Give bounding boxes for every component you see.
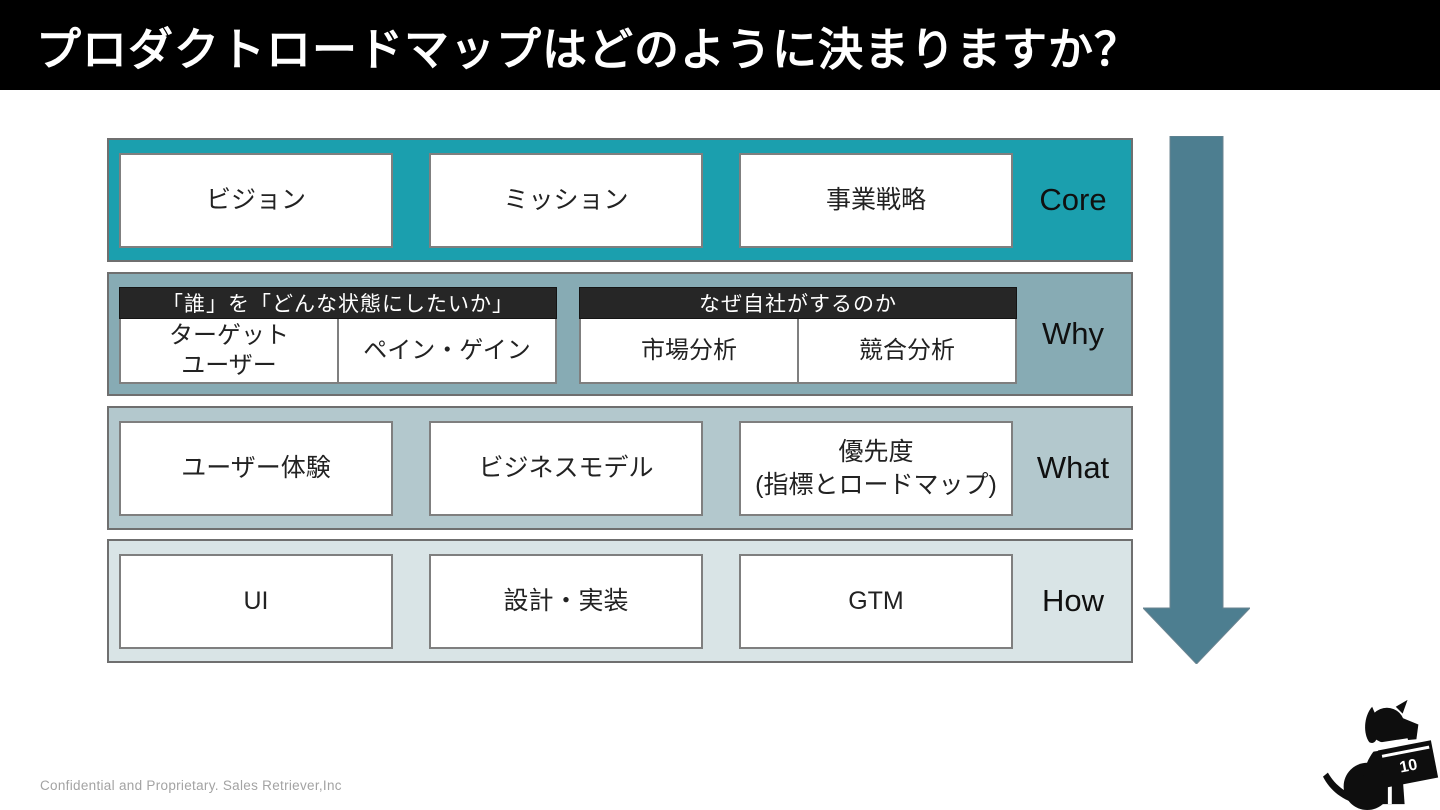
row-why: 「誰」を「どんな状態にしたいか」 ターゲット ユーザー ペイン・ゲイン なぜ自社… [107,272,1133,396]
cell-competitor-analysis: 競合分析 [797,319,1015,382]
box-ui: UI [119,554,393,649]
dog-logo: 10 [1322,692,1440,810]
row-label-what: What [1036,450,1110,485]
row-label-why: Why [1042,316,1104,351]
box-vision: ビジョン [119,153,393,248]
box-user-experience: ユーザー体験 [119,421,393,516]
group-who-state-header: 「誰」を「どんな状態にしたいか」 [119,287,557,319]
group-why-us: なぜ自社がするのか 市場分析 競合分析 [579,287,1017,384]
slide-title: プロダクトロードマップはどのように決まりますか？ [36,23,1141,75]
box-business-strategy: 事業戦略 [739,153,1013,248]
box-business-strategy-label: 事業戦略 [825,186,926,215]
row-label-core: Core [1039,182,1107,217]
box-design-implementation: 設計・実装 [429,554,703,649]
group-why-us-cells: 市場分析 競合分析 [579,319,1017,384]
row-core: ビジョン ミッション 事業戦略 Core [107,138,1133,262]
box-vision-label: ビジョン [205,186,306,215]
box-gtm-label: GTM [848,587,904,616]
box-business-model: ビジネスモデル [429,421,703,516]
title-banner: プロダクトロードマップはどのように決まりますか？ [0,0,1440,90]
box-priority-roadmap: 優先度 (指標とロードマップ) [739,421,1013,516]
box-mission-label: ミッション [503,186,629,215]
box-user-experience-label: ユーザー体験 [181,454,331,483]
confidential-note: Confidential and Proprietary. Sales Retr… [40,778,342,793]
cell-pain-gain: ペイン・ゲイン [337,319,555,382]
group-who-state-cells: ターゲット ユーザー ペイン・ゲイン [119,319,557,384]
box-design-implementation-label: 設計・実装 [503,587,629,616]
box-gtm: GTM [739,554,1013,649]
row-how: UI 設計・実装 GTM How [107,539,1133,663]
box-mission: ミッション [429,153,703,248]
group-why-us-header: なぜ自社がするのか [579,287,1017,319]
row-label-how: How [1041,583,1104,618]
group-who-state: 「誰」を「どんな状態にしたいか」 ターゲット ユーザー ペイン・ゲイン [119,287,557,384]
down-arrow-icon [1143,136,1250,664]
cell-target-user: ターゲット ユーザー [169,321,289,379]
page-number: 10 [1398,756,1419,777]
row-what: ユーザー体験 ビジネスモデル 優先度 (指標とロードマップ) What [107,406,1133,530]
cell-market-analysis: 市場分析 [641,336,737,364]
box-priority-roadmap-label: 優先度 (指標とロードマップ) [755,438,997,499]
box-business-model-label: ビジネスモデル [478,454,654,483]
box-ui-label: UI [243,587,269,616]
